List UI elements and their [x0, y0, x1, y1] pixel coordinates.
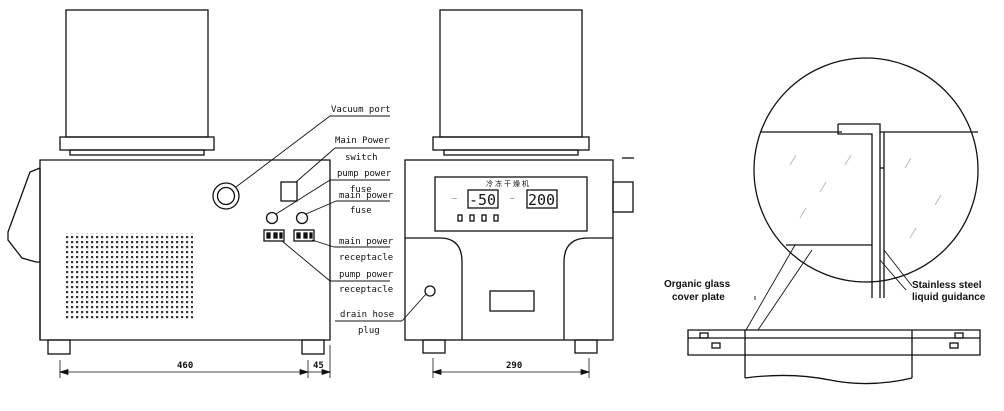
label-organic-glass: Organic glass [664, 279, 731, 290]
label-liquid-guidance: liquid guidance [912, 292, 986, 303]
label-stainless-steel: Stainless steel [912, 280, 982, 291]
pump-power-receptacle-icon [263, 229, 285, 242]
break-line [744, 374, 913, 385]
vacuum-port-icon [212, 182, 240, 210]
front-left-arch [405, 237, 463, 340]
detail-view [687, 57, 981, 385]
control-panel [434, 176, 588, 232]
label-main-power-receptacle-2: receptacle [339, 253, 393, 263]
display-vacuum-value: 200 [528, 191, 555, 209]
front-lower-window [489, 290, 535, 312]
steel-profile-inner [837, 124, 873, 298]
base-plate-detail [687, 329, 981, 356]
drying-chamber-side [65, 9, 209, 138]
drain-hose-plug-icon [424, 285, 436, 297]
label-vacuum-port: Vacuum port [331, 105, 391, 115]
chamber-base-ring-front [432, 136, 590, 151]
cabinet-body-front [404, 159, 614, 341]
side-view-labels: Vacuum port Main Power switch pump power… [177, 105, 394, 371]
detail-magnifier-circle [753, 57, 979, 283]
label-main-power-switch: Main Power [335, 136, 390, 146]
panel-title: 冷冻干燥机 [486, 179, 531, 188]
drying-chamber-front [439, 9, 583, 138]
label-drain-hose-plug-2: plug [358, 326, 380, 336]
panel-button-2[interactable] [469, 214, 475, 222]
label-organic-glass-2: cover plate [672, 292, 725, 303]
chamber-collar-side [69, 149, 205, 156]
detail-view-labels: Organic glass cover plate Stainless stee… [664, 279, 986, 303]
panel-label-vac-mark: — [510, 196, 515, 202]
foot-left-front [422, 339, 446, 354]
main-power-receptacle-icon [293, 229, 315, 242]
label-pump-power-receptacle: pump power [339, 270, 394, 280]
label-main-power-fuse: main power [339, 191, 394, 201]
display-vacuum [526, 189, 558, 209]
panel-button-3[interactable] [481, 214, 487, 222]
front-view-labels: 冷冻干燥机 — — -50 200 290 [452, 179, 555, 371]
label-drain-hose-plug: drain hose [340, 310, 394, 320]
panel-button-4[interactable] [493, 214, 499, 222]
chamber-base-ring-side [59, 136, 215, 151]
pump-power-fuse-icon [265, 211, 279, 225]
main-power-switch-icon [280, 181, 298, 202]
foot-right-front [574, 339, 598, 354]
front-right-arch [563, 237, 613, 340]
vent-grille [65, 233, 193, 321]
dimension-width-side: 460 [177, 361, 193, 371]
dimension-offset-side: 45 [313, 361, 324, 371]
chamber-collar-front [443, 149, 579, 156]
side-view [7, 9, 427, 378]
foot-right-side [301, 339, 325, 355]
label-pump-power-receptacle-2: receptacle [339, 285, 393, 295]
display-temperature-value: -50 [469, 191, 496, 209]
front-view [404, 9, 634, 378]
side-valve-block [612, 181, 634, 213]
cabinet-front-slope [7, 167, 41, 263]
dimension-width-front: 290 [506, 361, 522, 371]
label-main-power-switch-2: switch [345, 153, 378, 163]
label-main-power-receptacle: main power [339, 237, 394, 247]
panel-button-1[interactable] [457, 214, 463, 222]
label-main-power-fuse-2: fuse [350, 206, 372, 216]
main-power-fuse-icon [295, 211, 309, 225]
foot-left-side [47, 339, 71, 355]
display-temperature [467, 189, 499, 209]
label-pump-power-fuse: pump power [337, 169, 392, 179]
panel-label-temp-mark: — [452, 196, 457, 202]
steel-profile-outer [838, 123, 881, 298]
label-pump-power-fuse-2: fuse [350, 185, 372, 195]
